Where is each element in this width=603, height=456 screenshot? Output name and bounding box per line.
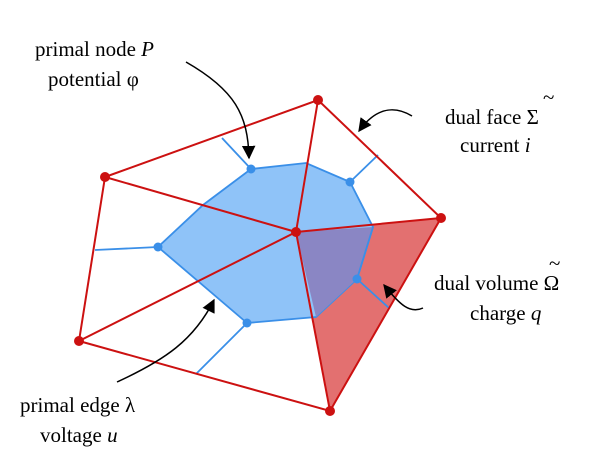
primal-node-label-line1: primal node P [35, 37, 154, 61]
overlap-region [296, 227, 373, 317]
dual-volume-label-line1: dual volume Ω [434, 271, 559, 295]
arrow-primal-edge [116, 298, 215, 383]
pointer-arrows [116, 61, 424, 383]
dual-volume-accent: ~ [549, 251, 560, 275]
primal-nodes [74, 95, 446, 416]
arrow-dual-volume [383, 283, 424, 311]
dual-nodes [153, 164, 362, 328]
dual-edges [94, 137, 390, 375]
dual-volume-label-line2: charge q [470, 301, 542, 325]
primal-edge-label-line2: voltage u [40, 423, 118, 447]
primal-edge-label-line1: primal edge λ [20, 393, 136, 417]
primal-edges [77, 98, 443, 413]
arrow-primal-node [185, 61, 256, 160]
primal-node-label-line2: potential φ [48, 67, 139, 91]
dual-face-label-line2: current i [460, 133, 531, 157]
dual-face-accent: ~ [543, 85, 554, 109]
arrow-dual-face [358, 109, 413, 133]
dual-face-label-line1: dual face Σ [445, 105, 539, 129]
